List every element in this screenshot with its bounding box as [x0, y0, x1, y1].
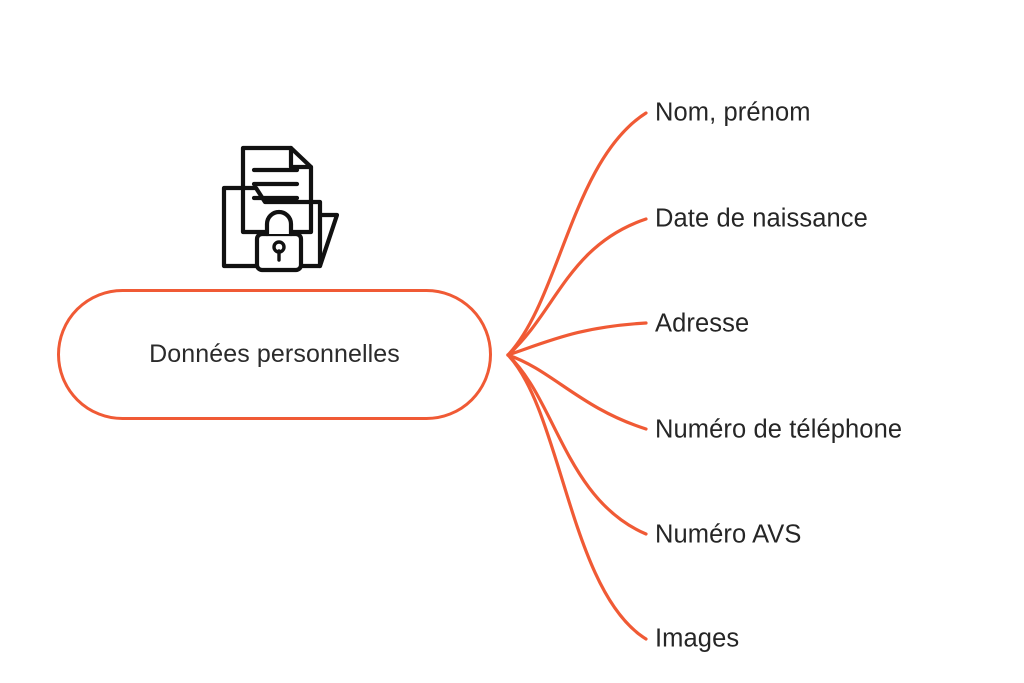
branch-label-numero-de-telephone[interactable]: Numéro de téléphone: [655, 415, 903, 444]
center-node-label: Données personnelles: [149, 340, 400, 368]
branch-label-adresse[interactable]: Adresse: [655, 309, 750, 338]
center-node[interactable]: Données personnelles: [57, 289, 492, 420]
branch-curve-4: [506, 353, 648, 431]
branch-curve-3: [506, 321, 648, 357]
document-fold: [288, 145, 314, 170]
branch-curve-6: [506, 353, 648, 641]
branch-label-date-de-naissance[interactable]: Date de naissance: [655, 204, 868, 233]
branch-curve-5: [506, 353, 648, 536]
branch-curve-1: [506, 111, 648, 357]
folder-front-flap: [317, 212, 339, 269]
secure-folder-document-lock-icon: [219, 140, 339, 276]
branch-curve-2: [506, 217, 648, 357]
padlock-icon: [254, 209, 304, 273]
branch-label-numero-avs[interactable]: Numéro AVS: [655, 520, 802, 549]
document-sheet: [240, 145, 314, 235]
padlock-shackle: [264, 209, 294, 237]
branch-label-images[interactable]: Images: [655, 624, 740, 653]
branch-label-nom-prenom[interactable]: Nom, prénom: [655, 98, 811, 127]
